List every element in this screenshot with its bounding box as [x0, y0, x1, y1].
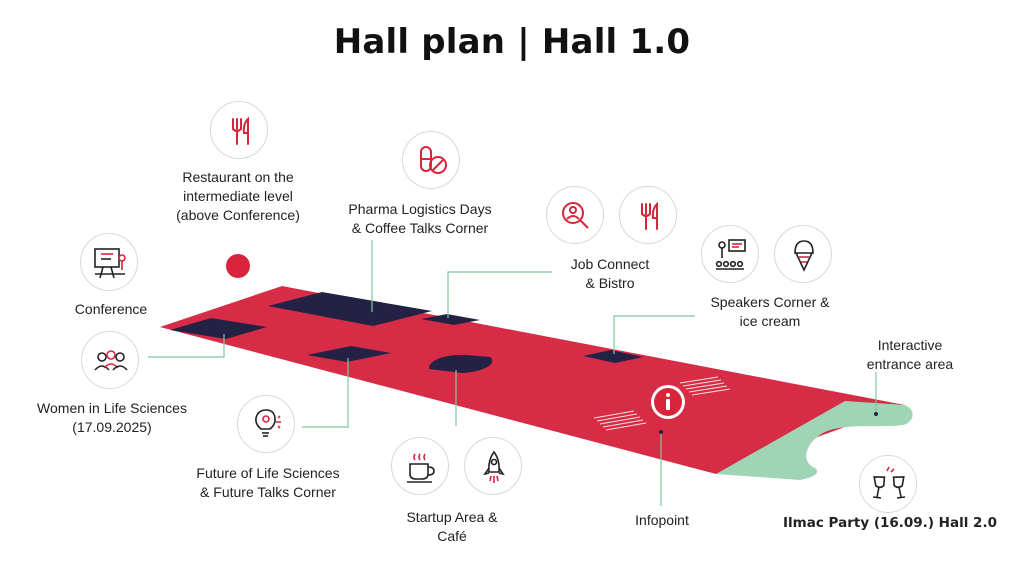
rocket-icon: [464, 437, 522, 495]
fork-knife-icon: [619, 186, 677, 244]
restaurant-marker[interactable]: [226, 254, 250, 278]
label-line: Infopoint: [635, 512, 689, 528]
label-restaurant: Restaurant on the intermediate level (ab…: [150, 168, 326, 225]
label-line: Interactive: [877, 337, 943, 353]
label-future: Future of Life Sciences & Future Talks C…: [180, 464, 356, 502]
entrance-area[interactable]: [716, 401, 913, 480]
label-line: Speakers Corner &: [710, 294, 830, 310]
magnifier-person-icon: [546, 186, 604, 244]
info-icon[interactable]: [651, 385, 685, 419]
booth-startup[interactable]: [428, 354, 493, 373]
label-startup: Startup Area & Café: [392, 508, 512, 546]
label-line: & Bistro: [585, 275, 635, 291]
label-pharma: Pharma Logistics Days & Coffee Talks Cor…: [332, 200, 508, 238]
presentation-board-icon: [80, 233, 138, 291]
presenter-icon: [701, 225, 759, 283]
label-conference: Conference: [56, 300, 166, 319]
label-line: entrance area: [866, 356, 954, 372]
label-line: (17.09.2025): [72, 419, 152, 435]
label-line: intermediate level: [183, 188, 293, 204]
label-line: & Coffee Talks Corner: [351, 220, 489, 236]
label-line: & Future Talks Corner: [200, 484, 336, 500]
page-title: Hall plan | Hall 1.0: [333, 22, 691, 62]
label-line: Startup Area &: [406, 509, 498, 525]
hall-floor[interactable]: [160, 286, 905, 474]
label-job-connect: Job Connect & Bistro: [540, 255, 680, 293]
label-entrance: Interactive entrance area: [850, 336, 970, 374]
pill-icon: [402, 131, 460, 189]
label-line: Future of Life Sciences: [196, 465, 340, 481]
booth-job-connect[interactable]: [421, 314, 480, 325]
label-line: Café: [437, 528, 467, 544]
label-line: Restaurant on the: [182, 169, 294, 185]
label-line: Women in Life Sciences: [37, 400, 187, 416]
label-line: Conference: [74, 301, 148, 317]
booth-conference[interactable]: [170, 318, 267, 339]
fork-knife-icon: [210, 101, 268, 159]
group-of-women-icon: [81, 331, 139, 389]
wine-glasses-icon: [859, 455, 917, 513]
ice-cream-icon: [774, 225, 832, 283]
booth-future[interactable]: [307, 346, 391, 362]
label-line: Pharma Logistics Days: [348, 201, 492, 217]
label-line: (above Conference): [176, 207, 300, 223]
coffee-cup-icon: [391, 437, 449, 495]
label-line: Ilmac Party (16.09.) Hall 2.0: [783, 515, 997, 531]
booth-pharma[interactable]: [268, 292, 432, 326]
label-party: Ilmac Party (16.09.) Hall 2.0: [776, 514, 1004, 533]
label-line: ice cream: [739, 313, 801, 329]
label-infopoint: Infopoint: [610, 511, 714, 530]
label-line: Job Connect: [570, 256, 650, 272]
lightbulb-gear-icon: [237, 395, 295, 453]
label-speakers: Speakers Corner & ice cream: [690, 293, 850, 331]
label-women: Women in Life Sciences (17.09.2025): [22, 399, 202, 437]
